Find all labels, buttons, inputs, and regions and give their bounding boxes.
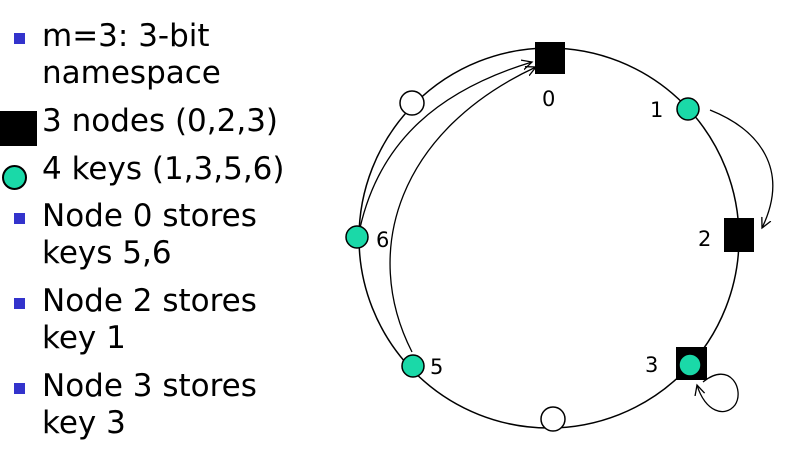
bullet-square-icon: [14, 33, 25, 44]
key-circle-icon: [2, 165, 27, 190]
bullet-square-icon: [14, 213, 25, 224]
bullet-line: Node 0 stores: [42, 198, 257, 234]
label-id-2: 2: [698, 227, 711, 251]
bullet-line: keys 5,6: [42, 235, 172, 271]
node-2: [724, 218, 754, 252]
bullet-line: m=3: 3-bit: [42, 18, 210, 54]
label-id-6: 6: [376, 228, 389, 252]
empty-position-7: [399, 90, 425, 116]
key-6: [345, 225, 369, 249]
arrow-key6-to-node0: [359, 62, 532, 229]
bullet-line: 3 nodes (0,2,3): [42, 103, 279, 139]
empty-position-4: [540, 406, 566, 432]
bullet-line: Node 3 stores: [42, 368, 257, 404]
arrow-key1-to-node2: [709, 109, 774, 228]
key-5: [401, 354, 425, 378]
arrow-key5-to-node0: [389, 67, 536, 353]
node-0: [535, 42, 565, 74]
bullet-square-icon: [14, 298, 25, 309]
key-1: [676, 97, 700, 121]
label-id-5: 5: [430, 355, 443, 379]
node-square-icon: [0, 111, 37, 146]
label-id-1: 1: [650, 98, 663, 122]
bullet-line: key 1: [42, 320, 126, 356]
label-id-0: 0: [542, 87, 555, 111]
bullet-line: Node 2 stores: [42, 283, 257, 319]
bullet-line: key 3: [42, 405, 126, 441]
bullet-square-icon: [14, 383, 25, 394]
arrow-key3-to-node3: [697, 373, 739, 413]
bullet-line: namespace: [42, 55, 221, 91]
label-id-3: 3: [645, 353, 658, 377]
key-3: [678, 353, 702, 377]
bullet-line: 4 keys (1,3,5,6): [42, 151, 285, 187]
